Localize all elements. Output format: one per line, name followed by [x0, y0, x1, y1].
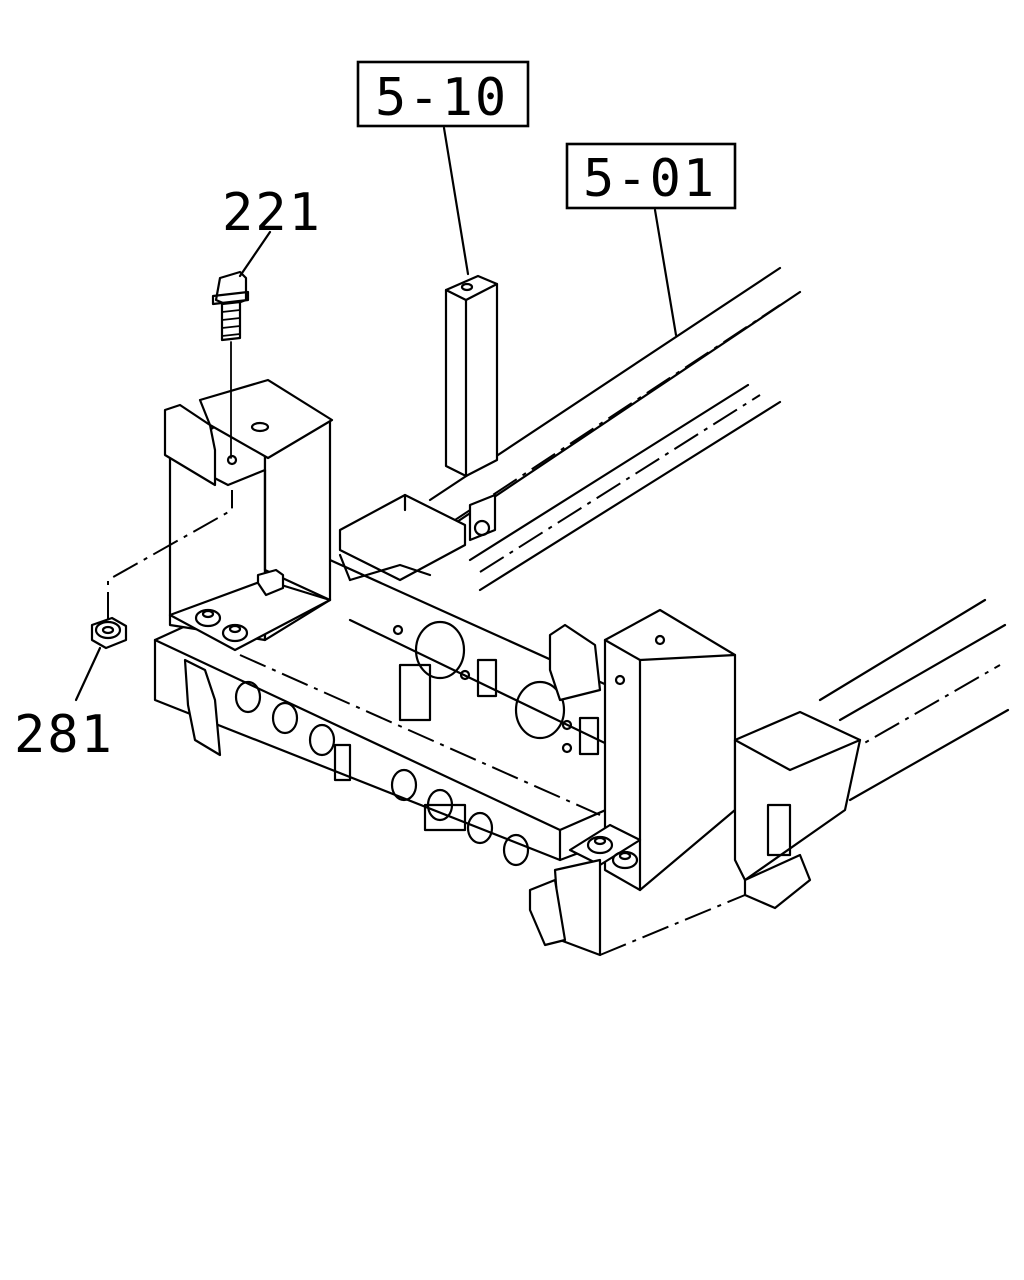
callout-5-01[interactable]: 5-01 [565, 142, 737, 210]
right-bracket [548, 608, 737, 892]
saddle-block [338, 493, 497, 582]
callout-5-10[interactable]: 5-10 [356, 60, 530, 128]
leader-lines [74, 126, 678, 702]
left-bracket [163, 378, 334, 757]
callout-5-01-box [565, 142, 737, 210]
part-number-281[interactable]: 281 [14, 705, 114, 765]
rail-end-block [528, 710, 862, 957]
nut-281 [90, 490, 233, 650]
callout-5-10-box [356, 60, 530, 128]
callout-5-01-label: 5-01 [583, 149, 716, 209]
callout-5-10-label: 5-10 [375, 68, 508, 128]
part-number-221[interactable]: 221 [222, 183, 322, 243]
upright-post [444, 274, 499, 478]
bolt-221 [211, 270, 250, 459]
